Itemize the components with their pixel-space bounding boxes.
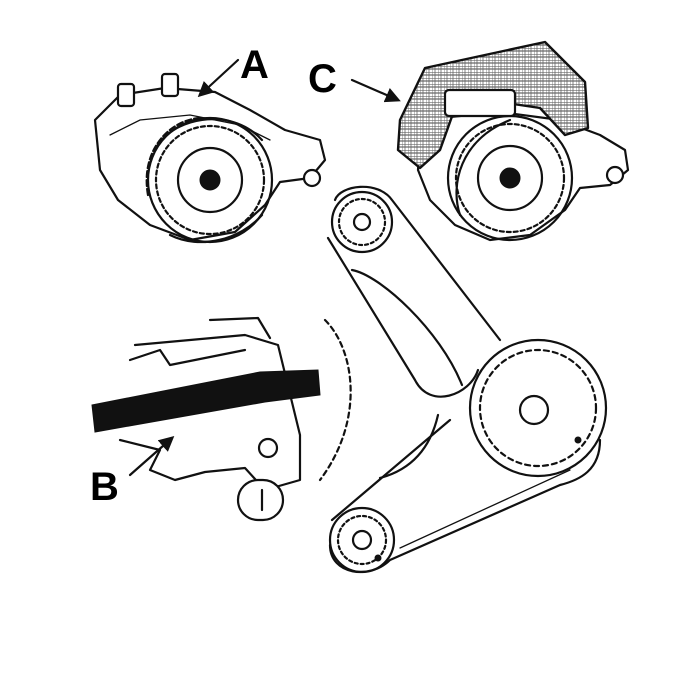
callout-arrow-c: [350, 78, 401, 103]
callout-arrow-a: [197, 58, 240, 98]
callout-arrow-b: [128, 435, 175, 477]
tensioner-pin-tool: [91, 369, 321, 433]
callout-label-c: C: [308, 57, 337, 101]
camshaft-assembly-right: [416, 110, 630, 242]
camshaft-assembly-left: [93, 72, 327, 244]
callout-label-a: A: [240, 43, 269, 87]
tensioner-bracket: [118, 316, 352, 522]
timing-chain-drive: [326, 185, 608, 574]
callout-label-b: B: [90, 465, 119, 509]
